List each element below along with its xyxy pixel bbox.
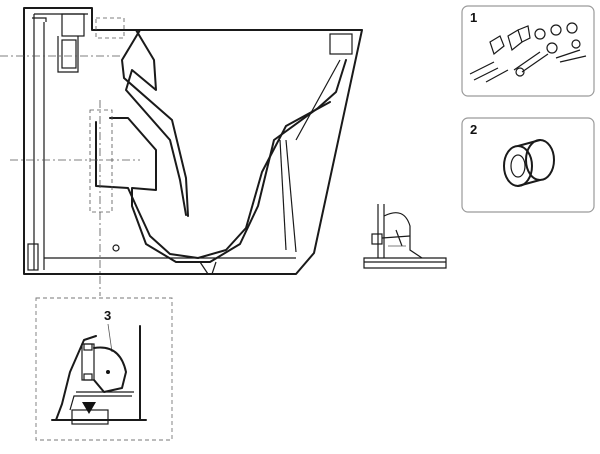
part-2-panel: 2 [461,117,595,213]
wall-fixing-detail [363,204,447,269]
part-1-panel: 1 [461,5,595,97]
down-arrow-icon [82,402,96,414]
fixing-kit-icon [469,22,587,83]
part-3-callout: 3 [104,308,111,323]
part-2-callout: 2 [470,122,477,137]
seal-ring-icon [503,139,555,187]
part-3-detail-panel: 3 [35,297,173,441]
toilet-cross-section [0,7,363,296]
part-1-callout: 1 [470,10,477,25]
